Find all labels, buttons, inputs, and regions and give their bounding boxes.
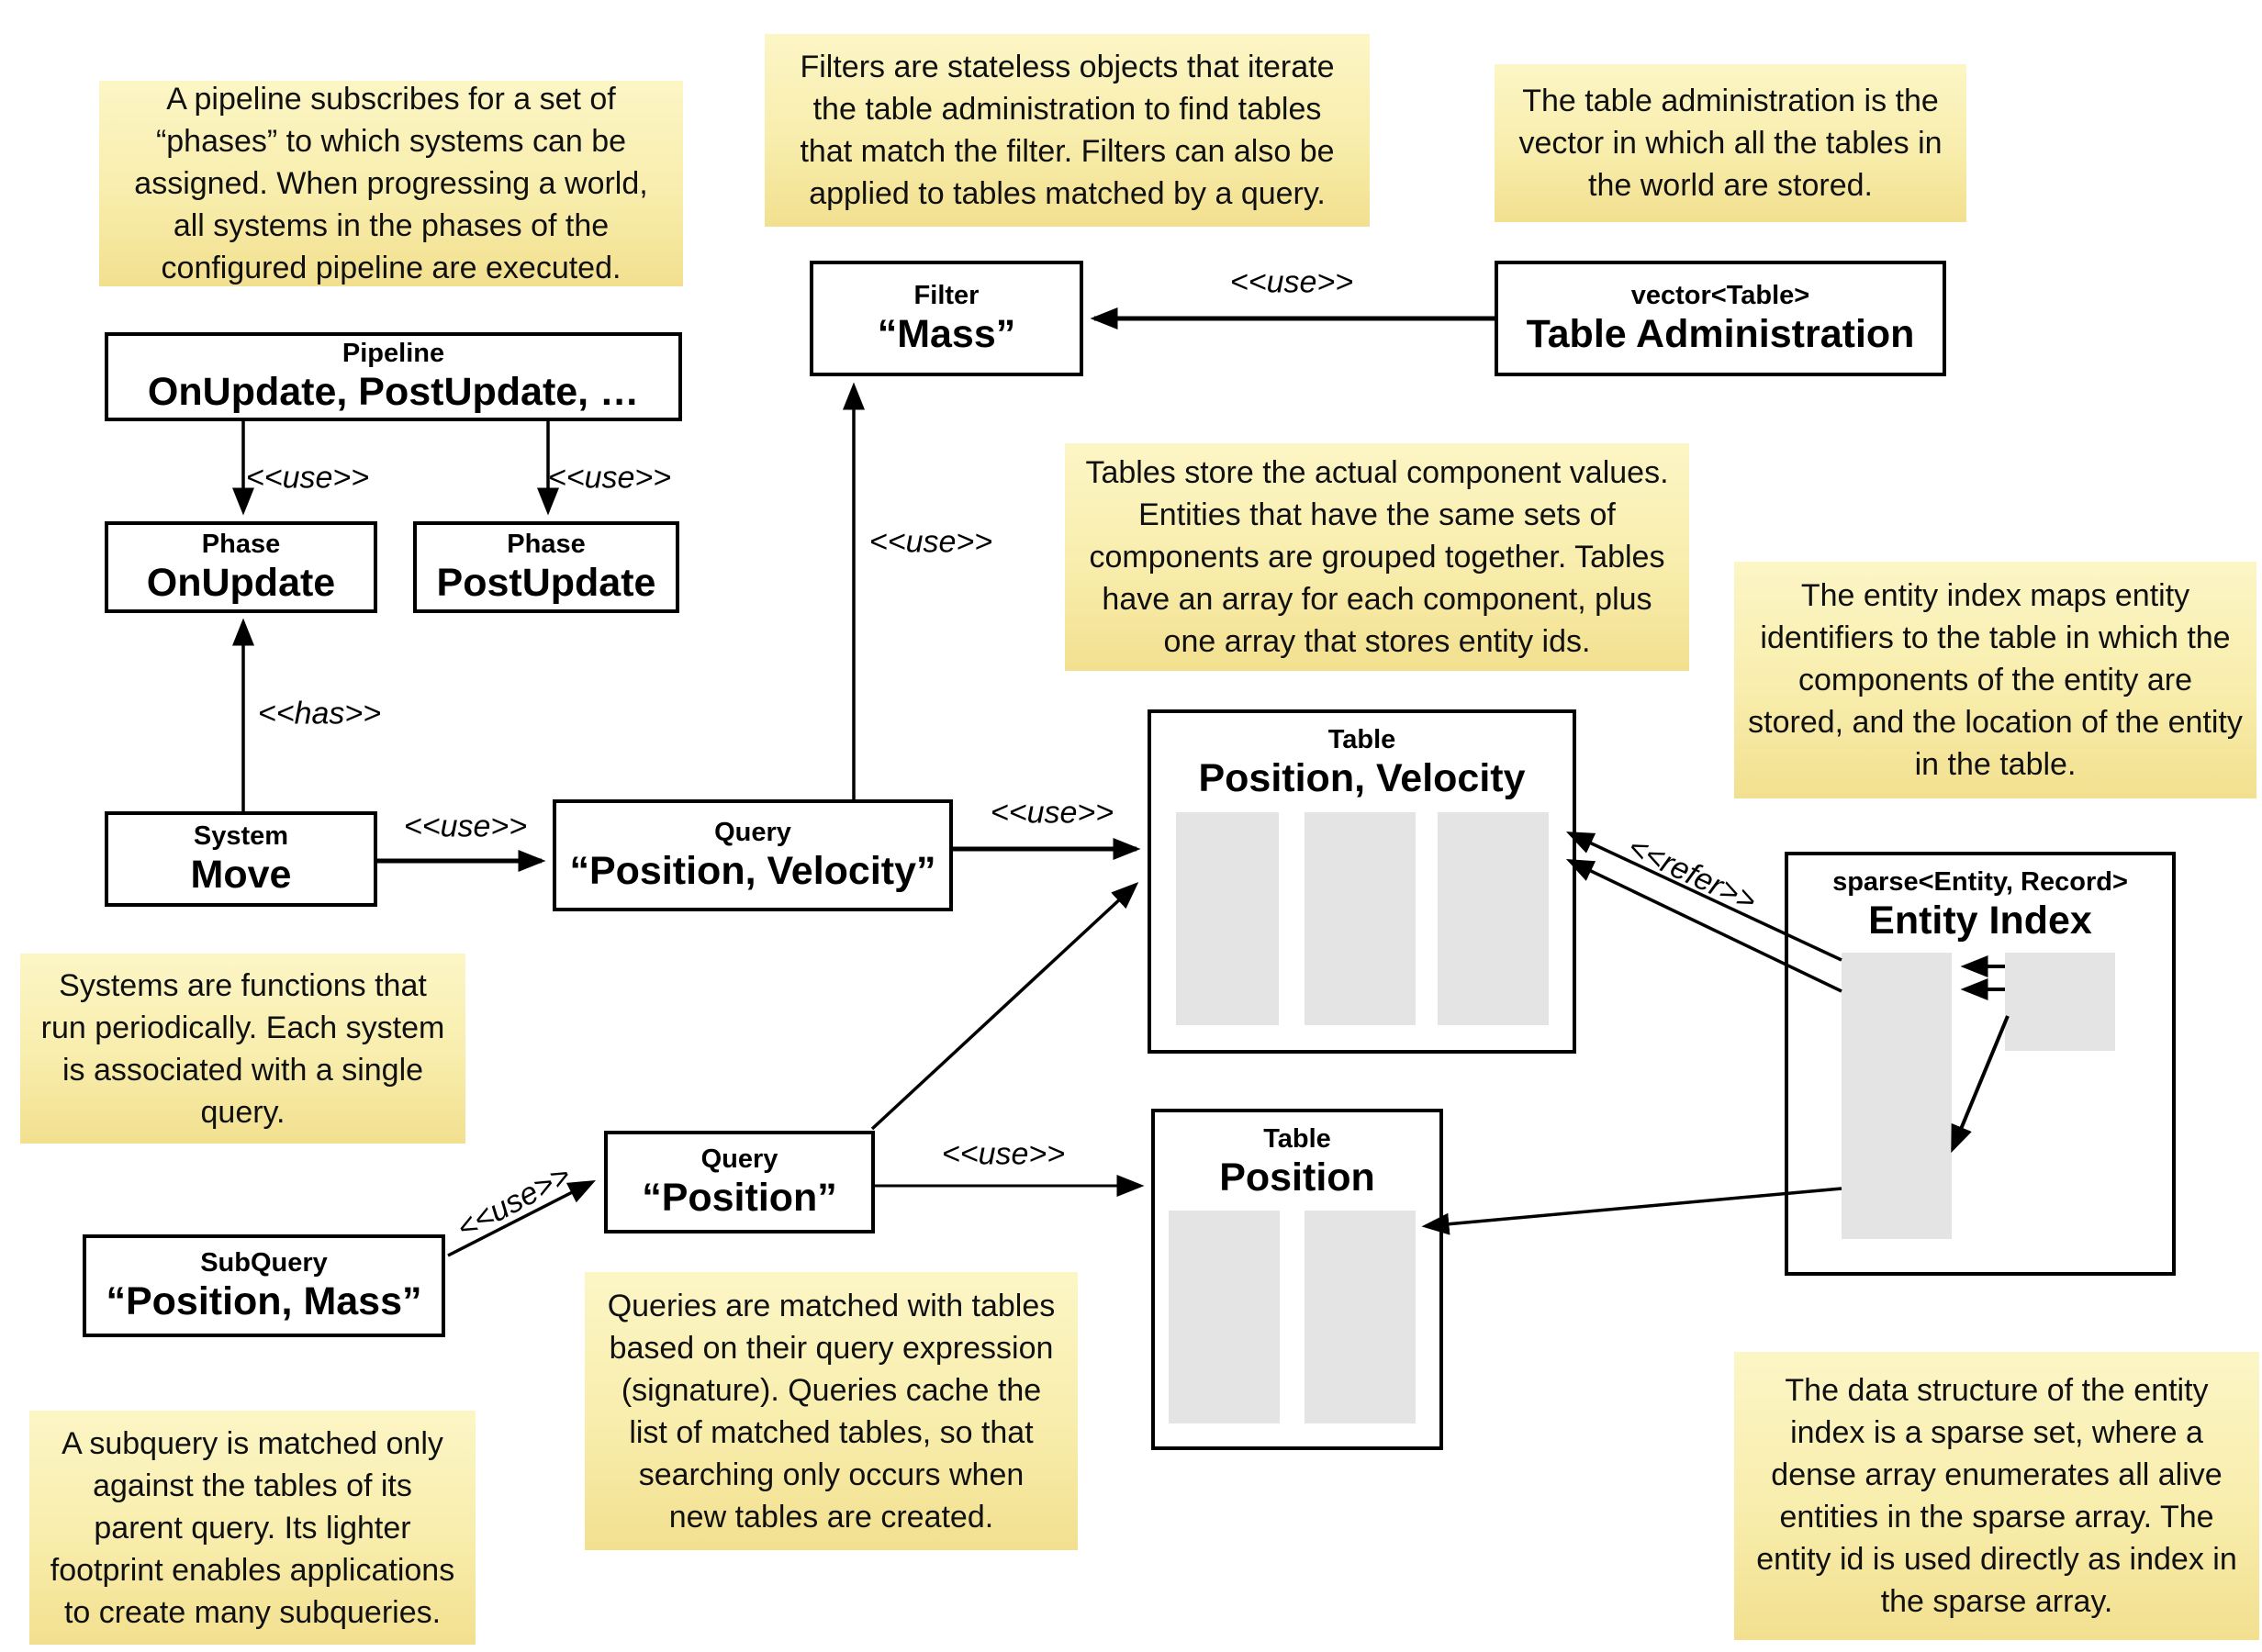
box-system-move: System Move bbox=[105, 811, 377, 907]
box-table-position: Table Position bbox=[1151, 1109, 1443, 1450]
note-pipeline: A pipeline subscribes for a set of “phas… bbox=[99, 81, 683, 286]
box-query-position-velocity-stereotype: Query bbox=[714, 817, 791, 847]
box-pipeline-name: OnUpdate, PostUpdate, … bbox=[147, 370, 640, 415]
box-query-position-name: “Position” bbox=[642, 1175, 837, 1220]
edge-label-use-pipeline-postupdate: <<use>> bbox=[547, 460, 672, 496]
edge-label-has-system-phase: <<has>> bbox=[257, 696, 382, 731]
edge-label-use-query-filter: <<use>> bbox=[868, 524, 993, 560]
edge-label-use-admin-filter: <<use>> bbox=[1229, 264, 1354, 300]
box-pipeline-stereotype: Pipeline bbox=[342, 339, 445, 369]
note-entity-index: The entity index maps entity identifiers… bbox=[1734, 562, 2256, 798]
box-filter-mass-stereotype: Filter bbox=[913, 280, 980, 310]
box-table-position-velocity-stereotype: Table bbox=[1327, 725, 1396, 754]
box-system-move-stereotype: System bbox=[193, 820, 289, 851]
edge-label-use-queryp-tablep: <<use>> bbox=[941, 1136, 1066, 1172]
box-filter-mass: Filter “Mass” bbox=[810, 261, 1083, 376]
box-pipeline: Pipeline OnUpdate, PostUpdate, … bbox=[105, 332, 682, 421]
edge-entityindex-to-tablep bbox=[1421, 1187, 1842, 1235]
box-phase-onupdate-stereotype: Phase bbox=[201, 529, 281, 559]
box-table-position-velocity: Table Position, Velocity bbox=[1148, 709, 1576, 1054]
box-query-position-stereotype: Query bbox=[700, 1144, 778, 1174]
box-table-position-velocity-name: Position, Velocity bbox=[1198, 756, 1526, 801]
note-filters: Filters are stateless objects that itera… bbox=[765, 34, 1370, 227]
box-table-administration-stereotype: vector<Table> bbox=[1630, 280, 1810, 310]
box-phase-onupdate-name: OnUpdate bbox=[146, 560, 336, 605]
box-phase-onupdate: Phase OnUpdate bbox=[105, 521, 377, 613]
edge-label-refer-entityindex-table: <<refer>> bbox=[1622, 829, 1762, 920]
edge-queryp-to-tablepv bbox=[870, 881, 1139, 1131]
note-table-administration: The table administration is the vector i… bbox=[1495, 64, 1966, 222]
note-tables: Tables store the actual component values… bbox=[1065, 443, 1689, 671]
box-query-position-velocity-name: “Position, Velocity” bbox=[569, 848, 936, 893]
component-array-bar bbox=[1305, 1211, 1416, 1423]
component-array-bar bbox=[1305, 812, 1416, 1025]
dense-array-block bbox=[2005, 953, 2115, 1051]
component-array-bar bbox=[1169, 1211, 1280, 1423]
box-entity-index: sparse<Entity, Record> Entity Index bbox=[1785, 852, 2176, 1276]
box-phase-postupdate-stereotype: Phase bbox=[507, 529, 586, 559]
box-table-administration-name: Table Administration bbox=[1526, 311, 1915, 356]
box-table-position-stereotype: Table bbox=[1263, 1124, 1331, 1154]
box-subquery: SubQuery “Position, Mass” bbox=[83, 1234, 445, 1337]
note-subquery: A subquery is matched only against the t… bbox=[29, 1411, 476, 1645]
box-phase-postupdate: Phase PostUpdate bbox=[413, 521, 679, 613]
edge-label-use-querypv-tablepv: <<use>> bbox=[990, 795, 1114, 831]
box-query-position-velocity: Query “Position, Velocity” bbox=[553, 799, 953, 911]
note-entity-index-structure: The data structure of the entity index i… bbox=[1734, 1352, 2259, 1640]
box-table-position-name: Position bbox=[1219, 1155, 1375, 1200]
note-systems: Systems are functions that run periodica… bbox=[20, 954, 465, 1144]
box-table-administration: vector<Table> Table Administration bbox=[1495, 261, 1946, 376]
component-array-bar bbox=[1176, 812, 1279, 1025]
component-array-bar bbox=[1438, 812, 1549, 1025]
box-system-move-name: Move bbox=[190, 852, 292, 897]
edge-label-use-subquery-query: <<use>> bbox=[451, 1157, 577, 1246]
edge-label-use-system-query: <<use>> bbox=[403, 809, 528, 844]
sparse-array-bar bbox=[1842, 953, 1952, 1239]
box-filter-mass-name: “Mass” bbox=[877, 311, 1016, 356]
box-subquery-name: “Position, Mass” bbox=[106, 1278, 422, 1323]
box-entity-index-name: Entity Index bbox=[1868, 899, 2092, 943]
edge-label-use-pipeline-onupdate: <<use>> bbox=[245, 460, 370, 496]
note-queries: Queries are matched with tables based on… bbox=[585, 1272, 1078, 1550]
box-phase-postupdate-name: PostUpdate bbox=[436, 560, 656, 605]
box-entity-index-stereotype: sparse<Entity, Record> bbox=[1832, 867, 2128, 897]
box-subquery-stereotype: SubQuery bbox=[200, 1247, 328, 1278]
box-query-position: Query “Position” bbox=[604, 1131, 875, 1233]
